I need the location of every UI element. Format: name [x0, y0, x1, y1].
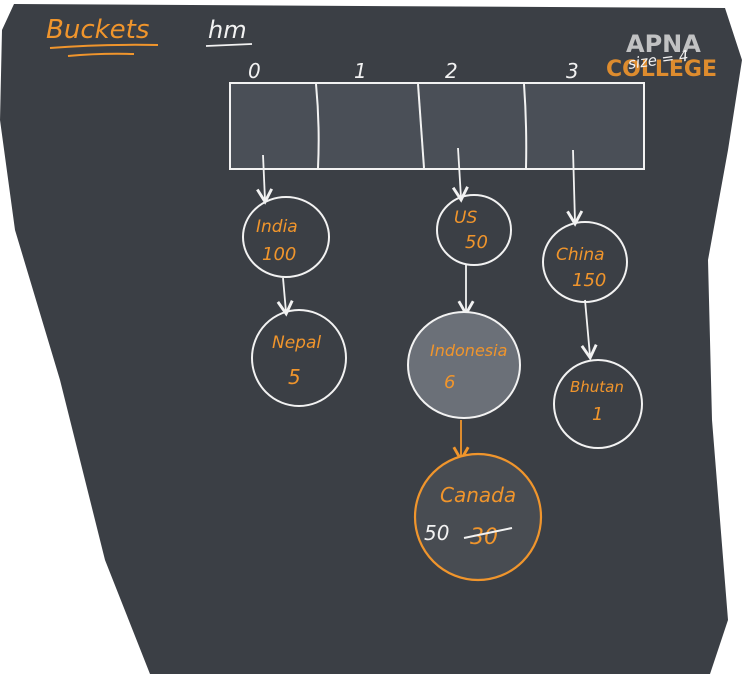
node-indonesia-value: 6 [444, 372, 455, 393]
node-china: China 150 [542, 221, 628, 303]
bucket-index-labels: 0 1 2 3 [248, 59, 579, 83]
bucket-array [229, 82, 645, 170]
node-india: India 100 [242, 196, 330, 278]
watermark-apna: APNA [626, 30, 701, 58]
node-canada-value-old: 30 [470, 525, 498, 550]
node-canada-circle [413, 452, 543, 582]
node-indonesia: Indonesia 6 [407, 311, 521, 419]
node-india-key: India [256, 217, 298, 237]
node-us-value: 50 [465, 232, 488, 253]
arrow-china-bhutan [580, 299, 598, 361]
bucket-index-0: 0 [248, 59, 261, 83]
node-us-key: US [454, 208, 477, 228]
pointer-arrows [256, 147, 598, 463]
bucket-array-frame [229, 82, 645, 170]
title-underline [49, 43, 159, 49]
node-us-circle [436, 194, 512, 266]
node-bhutan-key: Bhutan [570, 378, 624, 396]
node-bhutan: Bhutan 1 [553, 359, 643, 449]
node-nepal-value: 5 [288, 365, 301, 389]
node-china-circle [542, 221, 628, 303]
node-nepal-circle [251, 309, 347, 407]
node-china-value: 150 [572, 270, 606, 291]
arrow-india-nepal [276, 277, 294, 317]
bucket-index-3: 3 [566, 59, 579, 83]
title-underline-2 [67, 52, 135, 57]
arrow-bucket2-us [451, 147, 469, 203]
hashmap-variable: hm [208, 16, 247, 44]
watermark: APNA COLLEGE size = 4 [606, 30, 717, 82]
bucket-index-1: 1 [354, 59, 367, 83]
node-canada: Canada 50 30 [413, 452, 543, 582]
node-bhutan-circle [553, 359, 643, 449]
bucket-divider-2 [417, 83, 425, 169]
bucket-index-2: 2 [445, 59, 458, 83]
variable-underline [205, 43, 253, 47]
node-bhutan-value: 1 [592, 404, 603, 425]
watermark-college: COLLEGE [606, 57, 717, 82]
title-block: Buckets hm [46, 15, 253, 57]
arrow-bucket3-china [566, 149, 584, 227]
bucket-divider-3 [523, 83, 528, 169]
arrow-bucket0-india [256, 154, 273, 205]
node-nepal: Nepal 5 [251, 309, 347, 407]
node-china-key: China [556, 245, 605, 265]
buckets-title: Buckets [46, 15, 149, 45]
node-nepal-key: Nepal [272, 333, 321, 353]
node-indonesia-circle [407, 311, 521, 419]
node-us: US 50 [436, 194, 512, 266]
node-canada-value-new: 50 [424, 521, 449, 545]
node-india-circle [242, 196, 330, 278]
node-india-value: 100 [262, 244, 296, 265]
board-background [0, 4, 742, 674]
strikethrough-old-value [463, 527, 513, 539]
node-canada-key: Canada [440, 483, 516, 507]
bucket-divider-1 [315, 83, 320, 169]
node-indonesia-key: Indonesia [430, 341, 507, 360]
